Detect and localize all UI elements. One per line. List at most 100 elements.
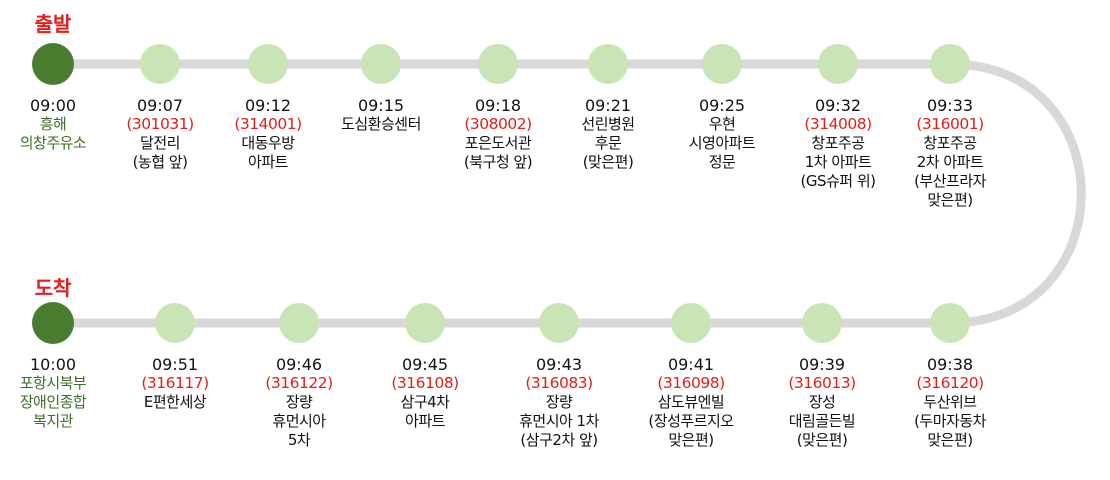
stop-name: 복지관	[33, 412, 73, 430]
stop-time: 09:18	[474, 96, 522, 115]
stop-name: 맞은편)	[927, 191, 973, 209]
bus-stop-marker	[478, 44, 518, 84]
stop-name: (맞은편)	[796, 431, 848, 449]
stop-name: 의창주유소	[19, 134, 87, 152]
bus-stop-marker	[279, 303, 319, 343]
stop-name: 정문	[708, 153, 736, 171]
bus-stop-marker	[588, 44, 628, 84]
stop-name: 장량	[545, 393, 573, 411]
bus-stop-marker	[248, 44, 288, 84]
stop-code: (314001)	[234, 115, 302, 133]
stop-name: 도심환승센터	[341, 115, 421, 133]
stop-name: 시영아파트	[688, 134, 756, 152]
stop-name: 우현	[708, 115, 736, 133]
stop-name: 창포주공	[923, 134, 977, 152]
stop-time: 09:33	[926, 96, 974, 115]
stop-code: (316108)	[391, 374, 459, 392]
stop-name: (GS슈퍼 위)	[800, 172, 876, 190]
stop-name: 삼도뷰엔빌	[657, 393, 725, 411]
bus-stop-marker	[671, 303, 711, 343]
stop-info: 09:51(316117)E편한세상	[110, 355, 240, 412]
stop-code: (316098)	[657, 374, 725, 392]
stop-time: 09:46	[275, 355, 323, 374]
stop-name: 아파트	[405, 412, 445, 430]
stop-name: 맞은편)	[927, 431, 973, 449]
stop-name: 창포주공	[811, 134, 865, 152]
stop-name: (북구청 앞)	[463, 153, 533, 171]
stop-info: 09:07(301031)달전리(농협 앞)	[95, 96, 225, 172]
stop-code: (308002)	[464, 115, 532, 133]
stop-time: 09:41	[667, 355, 715, 374]
stop-code: (301031)	[126, 115, 194, 133]
stop-name: 후문	[594, 134, 622, 152]
stop-name: 장애인종합	[19, 393, 87, 411]
stop-code: (316013)	[788, 374, 856, 392]
stop-name: (두마자동차	[914, 412, 986, 430]
stop-time: 09:15	[357, 96, 405, 115]
bus-stop-marker	[802, 303, 842, 343]
stop-code: (314008)	[804, 115, 872, 133]
stop-code: (316001)	[916, 115, 984, 133]
stop-time: 09:00	[29, 96, 77, 115]
stop-name: 대림골든빌	[788, 412, 856, 430]
stop-time: 09:38	[926, 355, 974, 374]
stop-code: (316122)	[265, 374, 333, 392]
stop-time: 09:07	[136, 96, 184, 115]
bus-stop-marker	[702, 44, 742, 84]
bus-stop-marker	[930, 303, 970, 343]
bus-stop-marker	[140, 44, 180, 84]
stop-name: E편한세상	[143, 393, 207, 411]
bus-stop-marker	[818, 44, 858, 84]
stop-name: 2차 아파트	[916, 153, 984, 171]
stop-time: 09:32	[814, 96, 862, 115]
end-label: 도착	[34, 276, 72, 300]
stop-name: 1차 아파트	[804, 153, 872, 171]
terminal-stop-marker	[32, 43, 74, 85]
bus-stop-marker	[155, 303, 195, 343]
terminal-stop-marker	[32, 302, 74, 344]
stop-name: 휴먼시아	[272, 412, 326, 430]
stop-name: 선린병원	[581, 115, 635, 133]
stop-time: 10:00	[29, 355, 77, 374]
stop-name: (농협 앞)	[132, 153, 188, 171]
bus-stop-marker	[361, 44, 401, 84]
stop-time: 09:43	[535, 355, 583, 374]
stop-name: (장성푸르지오	[648, 412, 734, 430]
stop-name: 포은도서관	[464, 134, 532, 152]
stop-time: 09:21	[584, 96, 632, 115]
stop-time: 09:51	[151, 355, 199, 374]
stop-name: (삼구2차 앞)	[520, 431, 598, 449]
stop-time: 09:45	[401, 355, 449, 374]
stop-name: 휴먼시아 1차	[519, 412, 599, 430]
bus-stop-marker	[405, 303, 445, 343]
stop-time: 09:25	[698, 96, 746, 115]
stop-name: 포항시북부	[19, 374, 87, 392]
stop-info: 09:18(308002)포은도서관(북구청 앞)	[433, 96, 563, 172]
bus-stop-marker	[539, 303, 579, 343]
stop-code: (316083)	[525, 374, 593, 392]
stop-time: 09:39	[798, 355, 846, 374]
stop-code: (316120)	[916, 374, 984, 392]
bus-stop-marker	[930, 44, 970, 84]
stop-name: 장성	[808, 393, 836, 411]
stop-time: 09:12	[244, 96, 292, 115]
stop-name: 달전리	[140, 134, 180, 152]
stop-name: 대동우방	[241, 134, 295, 152]
stop-name: (맞은편)	[582, 153, 634, 171]
stop-name: 장량	[285, 393, 313, 411]
stop-name: (부산프라자	[914, 172, 986, 190]
stop-code: (316117)	[141, 374, 209, 392]
